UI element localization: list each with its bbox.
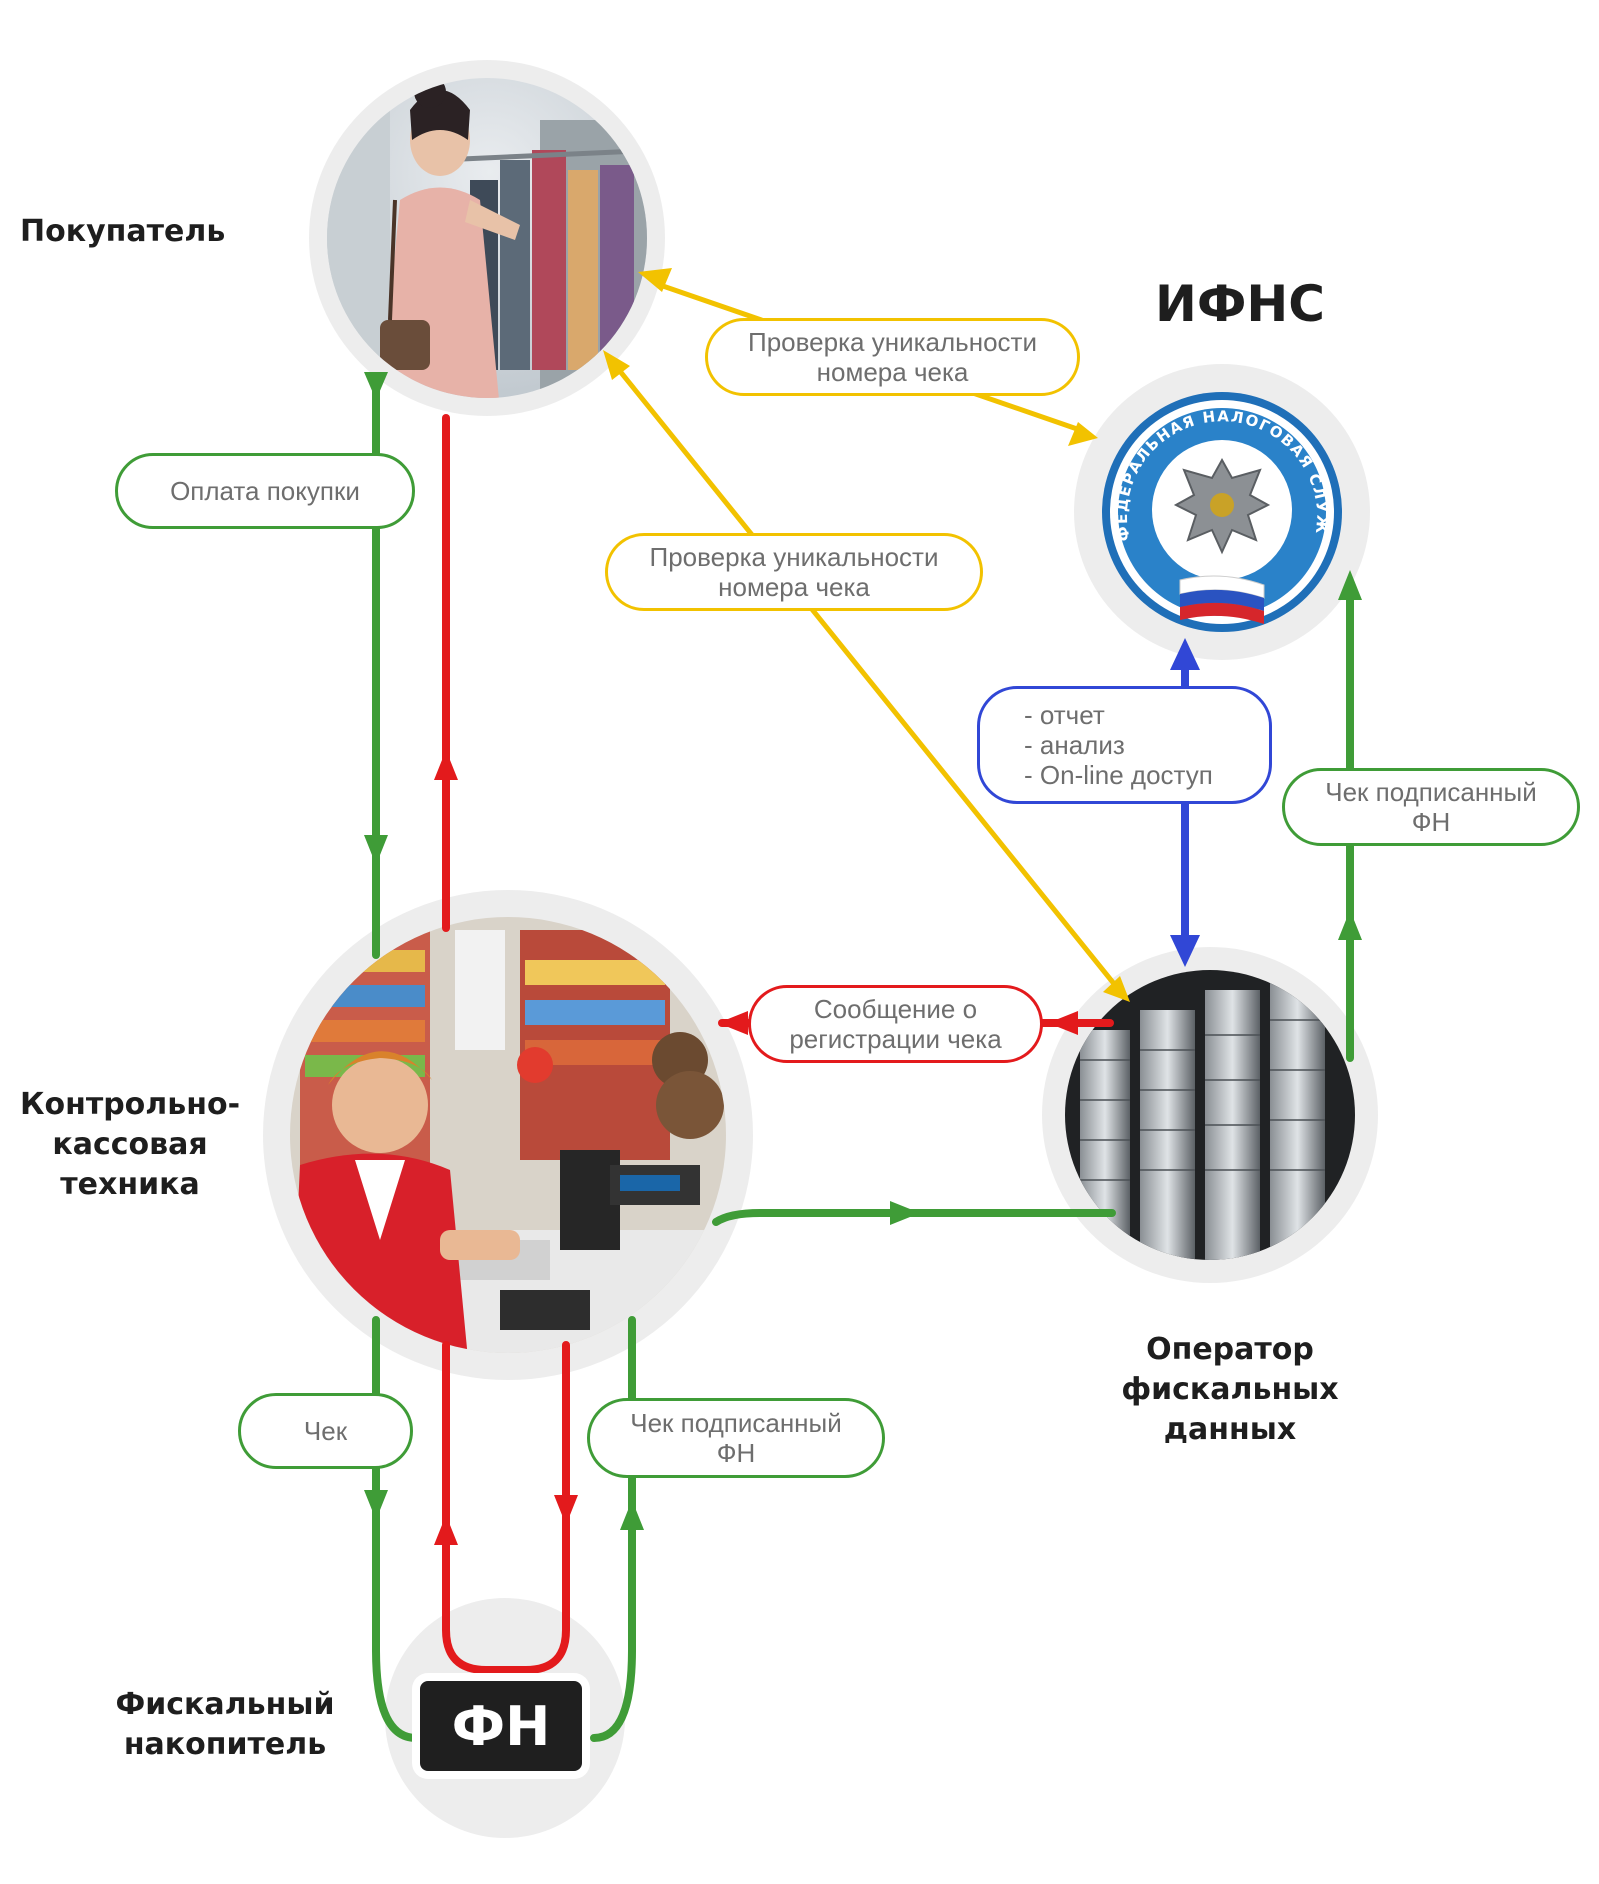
buyer-label: Покупатель [20,212,225,252]
pill-report: - отчет - анализ - On-line доступ [977,686,1272,804]
flow-red-fn-loop [442,1341,570,1674]
kkt-label-line-2: кассовая [52,1127,208,1162]
flow-operator-to-buyer [612,362,1118,988]
pill-registration-msg-line-2: регистрации чека [789,1024,1002,1054]
pill-signed-check-right-line-2: ФН [1411,807,1451,837]
pill-check-unique-top: Проверка уникальности номера чека [705,318,1080,396]
flow-check [372,1316,420,1742]
pill-check-unique-mid: Проверка уникальности номера чека [605,533,983,611]
operator-label: Оператор фискальных данных [1100,1330,1360,1450]
operator-label-line-1: Оператор [1146,1332,1314,1367]
pill-signed-check-right-line-1: Чек подписанный [1325,777,1537,807]
pill-check-line-1: Чек [303,1416,348,1446]
pill-registration-msg-line-1: Сообщение о [813,994,978,1024]
operator-label-line-2: фискальных [1121,1372,1339,1407]
buyer-node [309,60,665,416]
kkt-node [263,890,753,1380]
kkt-photo [290,917,726,1353]
buyer-photo [327,78,647,398]
kkt-label-line-3: техника [60,1167,200,1202]
pill-registration-msg: Сообщение о регистрации чека [748,985,1043,1063]
fiscal-storage-label: Фискальный накопитель [100,1685,350,1765]
operator-photo [1065,970,1355,1260]
fiscal-storage-label-line-2: накопитель [123,1727,327,1762]
pill-payment: Оплата покупки [115,453,415,529]
pill-check-unique-top-line-2: номера чека [816,357,969,387]
flow-signed-check-bottom [590,1316,636,1742]
pill-check-unique-top-line-1: Проверка уникальности [748,327,1037,357]
fn-box: ФН [420,1681,582,1771]
pill-signed-check-right: Чек подписанный ФН [1282,768,1580,846]
kkt-label: Контрольно- кассовая техника [10,1085,250,1205]
operator-node [1042,947,1378,1283]
pill-payment-line-1: Оплата покупки [170,476,360,506]
pill-report-line-2: - анализ [1024,730,1125,760]
flow-kkt-to-operator [712,1209,1116,1226]
pill-report-line-3: - On-line доступ [1024,760,1213,790]
pill-check-unique-mid-line-1: Проверка уникальности [649,542,939,572]
pill-check: Чек [238,1393,413,1469]
pill-signed-check-bottom-line-2: ФН [716,1438,756,1468]
pill-check-unique-mid-line-2: номера чека [718,572,870,602]
pill-signed-check-bottom-line-1: Чек подписанный [630,1408,842,1438]
kkt-label-line-1: Контрольно- [19,1087,241,1122]
pill-report-line-1: - отчет [1024,700,1105,730]
arrowheads [364,268,1362,1545]
operator-label-line-3: данных [1163,1412,1297,1447]
pill-signed-check-bottom: Чек подписанный ФН [587,1398,885,1478]
fiscal-storage-label-line-1: Фискальный [115,1687,335,1722]
ifns-title: ИФНС [1155,275,1325,333]
buyer-label-text: Покупатель [20,214,226,249]
